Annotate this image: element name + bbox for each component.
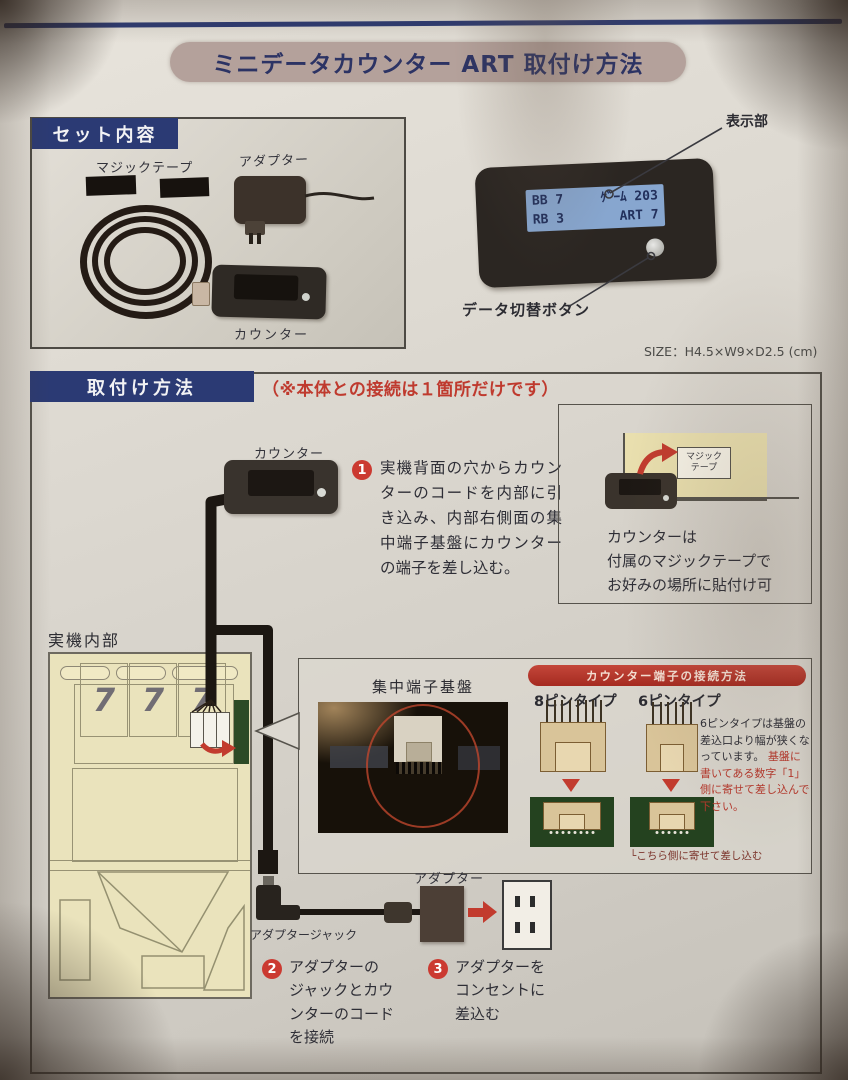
wire-connector-icon: [190, 712, 230, 748]
reel-digit: 7: [80, 663, 128, 737]
pin8-pins-icon: [546, 700, 602, 722]
counter-button-icon: [663, 495, 669, 501]
wall-outlet-icon: [502, 880, 552, 950]
step-2-text: アダプターの ジャックとカウ ンターのコード を接続: [289, 958, 395, 1046]
magic-tape-strip-icon: [85, 175, 137, 196]
tape-note-box: マジック テープ カウンターは 付属のマジックテープで お好みの場所に貼付け可: [558, 404, 812, 604]
highlight-circle-icon: [366, 704, 480, 828]
install-note: （※本体との接続は１箇所だけです）: [262, 380, 559, 400]
terminal-board-photo: [318, 702, 508, 833]
lcd-line1-right: ｹﾞｰﾑ 203: [600, 188, 659, 206]
pin6-connector-icon: [646, 724, 698, 772]
display-unit-device: BB 7 ｹﾞｰﾑ 203 RB 3 ART 7: [474, 157, 718, 289]
set-contents-header: セット内容: [32, 118, 178, 149]
terminal-board-label: 集中端子基盤: [372, 678, 475, 696]
adapter-jack-label: アダプタージャック: [250, 928, 358, 942]
plug-prong-icon: [257, 233, 261, 244]
machine-interior-label: 実機内部: [48, 631, 121, 650]
pin-type-note: 6ピンタイプは基盤の差込口より幅が狭くなっています。 基盤に書いてある数字「1」…: [700, 716, 810, 815]
step-1-badge: 1: [352, 460, 372, 480]
machine-divider: [50, 860, 250, 871]
adapter-illustration: [420, 886, 464, 942]
counter-illustration: [224, 460, 338, 514]
cable-connector-photo: [192, 282, 210, 306]
data-switch-button-icon: [645, 238, 665, 257]
reel-digit: 7: [129, 663, 177, 737]
magic-tape-label: マジックテープ: [96, 161, 194, 176]
adapter-label: アダプター: [414, 872, 485, 887]
lcd-line1-left: BB 7: [531, 192, 564, 209]
insert-side-note: └こちら側に寄せて差し込む: [630, 850, 763, 862]
adapter-label: アダプター: [238, 152, 310, 171]
right-arrow-icon: [468, 908, 483, 917]
right-arrow-icon: [483, 901, 497, 923]
counter-button-icon: [317, 488, 326, 497]
pin8-connector-icon: [540, 722, 606, 772]
display-section-label: 表示部: [726, 114, 768, 130]
adapter-photo: [234, 176, 306, 224]
counter-button-icon: [301, 292, 310, 302]
top-rule-line: [3, 18, 843, 29]
machine-interior-diagram: 7 7 7: [48, 652, 252, 999]
install-header: 取付け方法: [30, 371, 254, 402]
tape-note-caption: カウンターは 付属のマジックテープで お好みの場所に貼付け可: [607, 528, 773, 594]
size-note: SIZE：H4.5×W9×D2.5 (cm): [644, 344, 818, 359]
pin8-board-icon: [530, 797, 614, 847]
terminal-board-icon: [234, 700, 249, 764]
connection-method-banner: カウンター端子の接続方法: [528, 665, 806, 686]
adapter-jack-elbow: [256, 905, 300, 920]
counter-screen: [619, 479, 661, 495]
counter-screen: [248, 470, 314, 496]
counter-photo: [211, 264, 327, 320]
counter-screen: [233, 274, 299, 301]
plug-prong-icon: [249, 233, 253, 244]
lcd-line2-right: ART 7: [619, 207, 660, 224]
cable-coil-photo: [104, 227, 186, 295]
ferrite-bead-icon: [384, 902, 412, 923]
step-3-badge: 3: [428, 959, 448, 979]
counter-illustration: [605, 473, 677, 509]
down-arrow-icon: [662, 779, 680, 792]
step-2-badge: 2: [262, 959, 282, 979]
adapter-plug: [245, 221, 265, 244]
down-arrow-icon: [562, 779, 580, 792]
lcd-screen: BB 7 ｹﾞｰﾑ 203 RB 3 ART 7: [525, 184, 666, 233]
step-3-text: アダプターを コンセントに 差込む: [455, 958, 546, 1023]
reel-window: [72, 768, 238, 862]
step-1-text: 実機背面の穴からカウンターのコードを内部に引き込み、内部右側面の集中端子基盤にカ…: [380, 459, 562, 578]
magic-tape-strip-icon: [159, 177, 210, 198]
magic-tape-callout: マジック テープ: [677, 447, 731, 479]
data-switch-button-label: データ切替ボタン: [462, 301, 591, 319]
lcd-line2-left: RB 3: [532, 211, 565, 228]
pin6-pins-icon: [652, 702, 692, 724]
counter-label: カウンター: [234, 328, 310, 343]
page-title: ミニデータカウンター ART 取付け方法: [170, 42, 686, 82]
